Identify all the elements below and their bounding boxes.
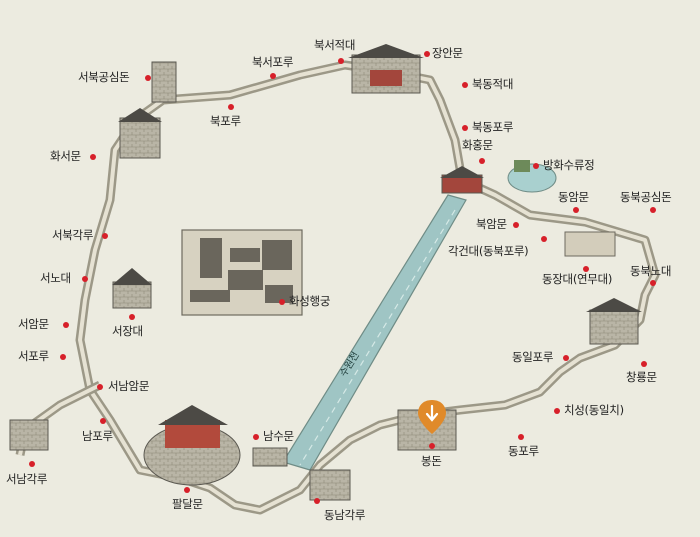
marker-chiseong[interactable] <box>554 408 560 414</box>
marker-dongnamgangnu[interactable] <box>314 498 320 504</box>
marker-changnyongmun[interactable] <box>641 361 647 367</box>
janganmun-gate <box>348 44 424 94</box>
label-seoporu[interactable]: 서포루 <box>18 349 49 363</box>
label-dongnamgangnu[interactable]: 동남각루 <box>324 508 366 522</box>
label-bukdongporu[interactable]: 북동포루 <box>472 120 514 134</box>
label-dongammun[interactable]: 동암문 <box>558 190 589 204</box>
marker-seojangdae[interactable] <box>129 314 135 320</box>
marker-bukseogongsimdon[interactable] <box>145 75 151 81</box>
marker-bukdongporu[interactable] <box>462 125 468 131</box>
label-dongilporu[interactable]: 동일포루 <box>512 350 554 364</box>
banghwasuryujeong-pavilion <box>507 160 557 193</box>
marker-seoporu[interactable] <box>60 354 66 360</box>
label-gakgeondae[interactable]: 각건대(동북포루) <box>448 244 529 258</box>
marker-bukseoporu[interactable] <box>270 73 276 79</box>
marker-seonodae[interactable] <box>82 276 88 282</box>
label-bukseogongsimdon[interactable]: 서북공심돈 <box>78 70 130 84</box>
label-seojangdae[interactable]: 서장대 <box>112 324 143 338</box>
label-bukporu[interactable]: 북포루 <box>210 114 241 128</box>
marker-seonamammun[interactable] <box>97 384 103 390</box>
changnyongmun-gate <box>586 298 642 345</box>
label-dongjangdae[interactable]: 동장대(연무대) <box>542 272 613 286</box>
marker-bukdongjeokdae[interactable] <box>462 82 468 88</box>
hwaseomun-gate <box>118 108 162 159</box>
label-bongdon[interactable]: 봉돈 <box>421 454 442 468</box>
marker-seonamgangnu[interactable] <box>29 461 35 467</box>
location-pin-icon[interactable] <box>418 400 446 434</box>
marker-bukporu[interactable] <box>228 104 234 110</box>
dongnamgangnu-pavilion <box>309 469 351 501</box>
label-hwaseomun[interactable]: 화서문 <box>50 149 81 163</box>
marker-dongbukgongsimdon[interactable] <box>650 207 656 213</box>
marker-dongporu[interactable] <box>518 434 524 440</box>
label-hwahongmun[interactable]: 화홍문 <box>462 138 493 152</box>
marker-namporu[interactable] <box>100 418 106 424</box>
namsumun-gate <box>252 447 288 467</box>
seonamgangnu-pavilion <box>9 419 49 451</box>
label-seonodae[interactable]: 서노대 <box>40 271 71 285</box>
marker-paldalmun[interactable] <box>184 487 190 493</box>
dongjangdae-pavilion <box>564 231 616 257</box>
label-chiseong[interactable]: 치성(동일치) <box>564 403 624 417</box>
marker-hwahongmun[interactable] <box>479 158 485 164</box>
label-dongbukgongsimdon[interactable]: 동북공심돈 <box>620 190 672 204</box>
label-banghwasuryujeong[interactable]: 방화수류정 <box>543 158 595 172</box>
label-dongbuknodae[interactable]: 동북노대 <box>630 264 672 278</box>
marker-seoammun[interactable] <box>63 322 69 328</box>
label-changnyongmun[interactable]: 창룡문 <box>626 370 657 384</box>
marker-janganmun[interactable] <box>424 51 430 57</box>
marker-dongjangdae[interactable] <box>583 266 589 272</box>
marker-dongilporu[interactable] <box>563 355 569 361</box>
label-seonamgangnu[interactable]: 서남각루 <box>6 472 48 486</box>
label-bukdongjeokdae[interactable]: 북동적대 <box>472 77 514 91</box>
marker-hwaseonghaenggung[interactable] <box>279 299 285 305</box>
label-bukseojeokdae[interactable]: 북서적대 <box>314 38 356 52</box>
paldalmun-gate <box>143 405 241 486</box>
seojangdae-pavilion <box>112 268 152 309</box>
label-namporu[interactable]: 남포루 <box>82 429 113 443</box>
hwahongmun-gate <box>440 166 484 194</box>
label-seonamammun[interactable]: 서남암문 <box>108 379 150 393</box>
marker-seobukgangnu[interactable] <box>102 233 108 239</box>
marker-dongammun[interactable] <box>573 207 579 213</box>
label-janganmun[interactable]: 장안문 <box>432 46 463 60</box>
marker-bongdon[interactable] <box>429 443 435 449</box>
label-seoammun[interactable]: 서암문 <box>18 317 49 331</box>
label-hwaseonghaenggung[interactable]: 화성행궁 <box>289 294 331 308</box>
bukseogongsimdon-tower <box>151 61 177 103</box>
label-bugammun[interactable]: 북암문 <box>476 217 507 231</box>
label-dongporu[interactable]: 동포루 <box>508 444 539 458</box>
marker-banghwasuryujeong[interactable] <box>533 163 539 169</box>
label-namsumun[interactable]: 남수문 <box>263 429 294 443</box>
marker-namsumun[interactable] <box>253 434 259 440</box>
marker-bugammun[interactable] <box>513 222 519 228</box>
marker-bukseojeokdae[interactable] <box>338 58 344 64</box>
hwaseong-haenggung-palace <box>181 229 303 316</box>
label-paldalmun[interactable]: 팔달문 <box>172 497 203 511</box>
label-bukseoporu[interactable]: 북서포루 <box>252 55 294 69</box>
label-seobukgangnu[interactable]: 서북각루 <box>52 228 94 242</box>
marker-gakgeondae[interactable] <box>541 236 547 242</box>
marker-dongbuknodae[interactable] <box>650 280 656 286</box>
marker-hwaseomun[interactable] <box>90 154 96 160</box>
